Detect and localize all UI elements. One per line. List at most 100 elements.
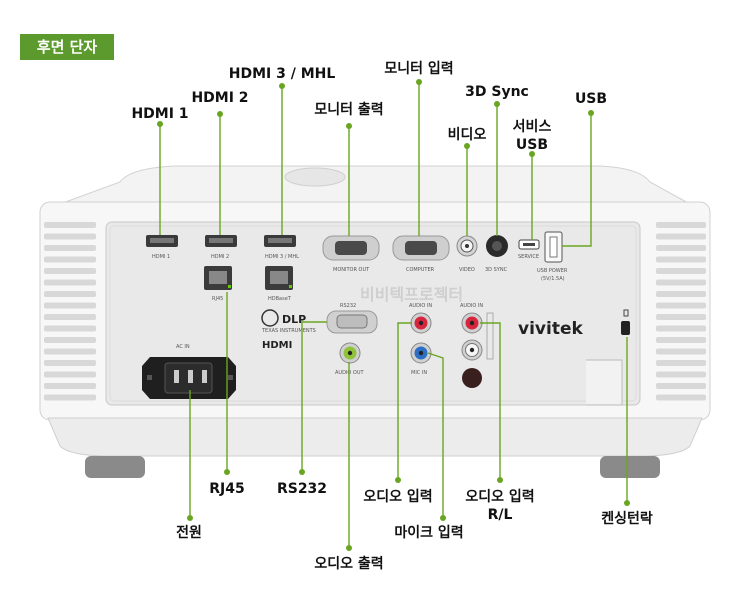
rubber-plug — [462, 368, 482, 388]
leader-line — [562, 113, 592, 247]
sync3d-panel-label: 3D SYNC — [485, 267, 508, 273]
audio-bracket — [486, 312, 494, 360]
vent-slot — [44, 233, 96, 240]
computer-in-port[interactable] — [392, 235, 450, 261]
video-port[interactable] — [456, 235, 478, 257]
rj45-port[interactable] — [204, 266, 232, 290]
rj45-panel-label: RJ45 — [212, 296, 223, 302]
service-panel-label: SERVICE — [518, 254, 539, 260]
kensington-lock-slot[interactable] — [621, 309, 630, 335]
leader-dot — [416, 79, 422, 85]
mic-in-panel-label: MIC IN — [411, 370, 427, 376]
audio-in-l-port[interactable] — [461, 339, 483, 361]
callout-audio-in-rl: 오디오 입력 R/L — [465, 489, 535, 523]
vent-slot — [44, 268, 96, 274]
dlp-sub-label: TEXAS INSTRUMENTS — [261, 328, 316, 334]
vent-slot — [44, 256, 96, 263]
hdbaset-port[interactable] — [265, 266, 293, 290]
vent-slot — [44, 302, 96, 309]
dlp-logo-text: DLP — [282, 313, 306, 326]
vent-slot — [44, 360, 96, 366]
section-title-badge: 후면 단자 — [20, 34, 114, 60]
hdmi2-port[interactable] — [205, 235, 237, 247]
leader-dot — [464, 143, 470, 149]
audio-out-port[interactable] — [339, 342, 361, 364]
callout-mic-in: 마이크 입력 — [394, 525, 464, 541]
callout-audio-out: 오디오 출력 — [314, 556, 384, 572]
sync3d-port[interactable] — [486, 235, 508, 257]
vent-slot — [656, 371, 706, 378]
vent-slot — [44, 279, 96, 286]
vent-slot — [44, 222, 96, 228]
left-foot — [85, 456, 145, 478]
vent-slot — [656, 291, 706, 297]
monitor-out-panel-label: MONITOR OUT — [333, 267, 370, 273]
vent-slot — [44, 314, 96, 320]
hdmi-logo: HDMI — [262, 340, 292, 351]
rs232-port[interactable] — [326, 310, 378, 334]
audio-in-1-port[interactable] — [410, 312, 432, 334]
audio-in-r-port[interactable] — [461, 312, 483, 334]
ac-in-panel-label: AC IN — [176, 344, 190, 350]
leader-dot — [497, 477, 503, 483]
leader-line — [427, 352, 444, 518]
leader-dot — [346, 123, 352, 129]
leader-dot — [395, 477, 401, 483]
usb-power-panel-label: USB POWER — [537, 268, 568, 274]
vent-slot — [656, 383, 706, 389]
callout-video: 비디오 — [447, 127, 487, 143]
leader-dot — [224, 469, 230, 475]
vent-slot — [656, 222, 706, 228]
rs232-panel-label: RS232 — [340, 303, 356, 309]
leader-dot — [440, 515, 446, 521]
service-usb-port[interactable] — [518, 239, 540, 250]
left-vent — [44, 222, 96, 401]
dlp-logo: DLP — [261, 309, 306, 327]
leader-line — [301, 321, 327, 472]
leader-dot — [187, 515, 193, 521]
callout-rj45: RJ45 — [209, 481, 245, 497]
leader-dot — [157, 121, 163, 127]
callout-rs232: RS232 — [276, 481, 328, 497]
vent-slot — [44, 348, 96, 355]
watermark-text: 비비텍프로젝터 — [360, 285, 463, 304]
vent-slot — [44, 291, 96, 297]
callout-audio-in: 오디오 입력 — [363, 489, 433, 505]
callout-usb: USB — [574, 91, 608, 107]
ac-screw-right — [228, 375, 233, 380]
hdbaset-panel-label: HDBaseT — [268, 296, 292, 302]
vent-slot — [44, 383, 96, 389]
callout-monitor-out: 모니터 출력 — [314, 102, 384, 118]
vent-slot — [656, 279, 706, 286]
leader-dot — [529, 151, 535, 157]
leader-dot — [299, 469, 305, 475]
leader-dot — [624, 500, 630, 506]
ac-power-inlet[interactable] — [142, 357, 236, 399]
leader-line — [397, 322, 412, 480]
ac-screw-left — [147, 375, 152, 380]
audio-out-panel-label: AUDIO OUT — [335, 370, 365, 376]
vent-slot — [44, 371, 96, 378]
vent-slot — [656, 325, 706, 332]
callout-hdmi3: HDMI 3 / MHL — [228, 66, 336, 82]
right-foot — [600, 456, 660, 478]
hdmi3-panel-label: HDMI 3 / MHL — [265, 254, 299, 260]
security-bar — [586, 359, 623, 406]
callout-service-usb: 서비스 USB — [512, 119, 552, 153]
usb-power-port[interactable] — [544, 231, 563, 263]
brand-logo: vivitek — [518, 319, 583, 339]
hdmi3-port[interactable] — [264, 235, 296, 247]
top-knob — [284, 167, 346, 187]
hdmi1-port[interactable] — [146, 235, 178, 247]
monitor-out-port[interactable] — [322, 235, 380, 261]
audio-in-1-panel-label: AUDIO IN — [409, 303, 432, 309]
callout-kensington: 켄싱턴락 — [601, 511, 653, 527]
vent-slot — [656, 268, 706, 274]
mic-in-port[interactable] — [410, 342, 432, 364]
leader-dot — [588, 110, 594, 116]
leader-dot — [494, 101, 500, 107]
usb-power-spec-label: (5V/1.5A) — [541, 276, 565, 282]
video-panel-label: VIDEO — [459, 267, 475, 273]
leader-dot — [279, 83, 285, 89]
